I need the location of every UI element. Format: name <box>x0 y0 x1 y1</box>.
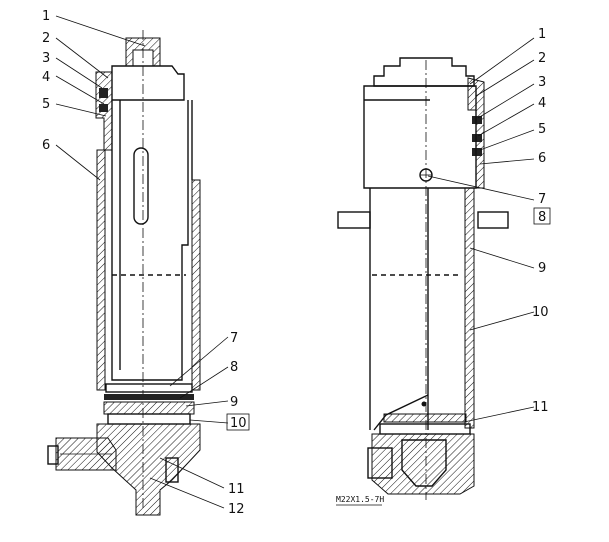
right-barrel-wall <box>464 187 475 429</box>
right-cylinder-view <box>337 57 509 500</box>
right-callout-labels: 1 2 3 4 5 6 7 8 9 10 11 M22X1.5-7H <box>336 27 551 506</box>
right-callout-4: 4 <box>538 96 546 111</box>
right-callout-7: 7 <box>538 192 546 207</box>
right-callout-3: 3 <box>538 75 546 90</box>
right-ring-11 <box>383 413 467 423</box>
left-callout-4: 4 <box>42 70 50 85</box>
left-callout-7: 7 <box>230 331 238 346</box>
left-callout-12: 12 <box>228 502 245 517</box>
right-ram-block <box>363 85 477 189</box>
left-barrel-wall-right <box>191 179 201 391</box>
left-piston-ring-10 <box>107 413 191 425</box>
left-callout-2: 2 <box>42 31 50 46</box>
left-callout-10: 10 <box>230 416 247 431</box>
right-thread-spec: M22X1.5-7H <box>336 495 384 504</box>
left-callout-6: 6 <box>42 138 50 153</box>
right-arm-right <box>477 211 509 229</box>
left-base-plug <box>165 457 179 483</box>
left-piston-ring-9 <box>103 401 195 415</box>
right-callout-2: 2 <box>538 51 546 66</box>
left-cylinder-view <box>47 30 201 516</box>
left-leaders <box>55 15 229 509</box>
right-callout-11: 11 <box>532 400 549 415</box>
right-callout-8: 8 <box>538 210 546 225</box>
left-callout-3: 3 <box>42 51 50 66</box>
right-top-cap <box>373 57 475 87</box>
left-barrel-wall-left <box>96 149 106 391</box>
left-callout-8: 8 <box>230 360 238 375</box>
left-head-block <box>111 65 185 101</box>
left-callout-1: 1 <box>42 9 50 24</box>
right-callout-9: 9 <box>538 261 546 276</box>
left-seal-ring <box>99 88 108 98</box>
left-piston-ring-7 <box>105 383 193 393</box>
right-callout-1: 1 <box>538 27 546 42</box>
left-callout-5: 5 <box>42 97 50 112</box>
left-callout-labels: 1 2 3 4 5 6 7 8 9 10 11 12 <box>42 9 250 517</box>
right-callout-5: 5 <box>538 122 546 137</box>
right-callout-6: 6 <box>538 151 546 166</box>
right-port <box>367 447 393 479</box>
right-arm-left <box>337 211 371 229</box>
left-callout-11: 11 <box>228 482 245 497</box>
left-plunger <box>111 100 189 381</box>
left-slot <box>133 147 149 225</box>
left-piston-ring-8 <box>104 394 194 400</box>
right-leaders <box>427 37 535 423</box>
right-callout-10: 10 <box>532 305 549 320</box>
left-seal-ring-2 <box>99 104 108 112</box>
right-base <box>371 433 475 495</box>
left-callout-9: 9 <box>230 395 238 410</box>
